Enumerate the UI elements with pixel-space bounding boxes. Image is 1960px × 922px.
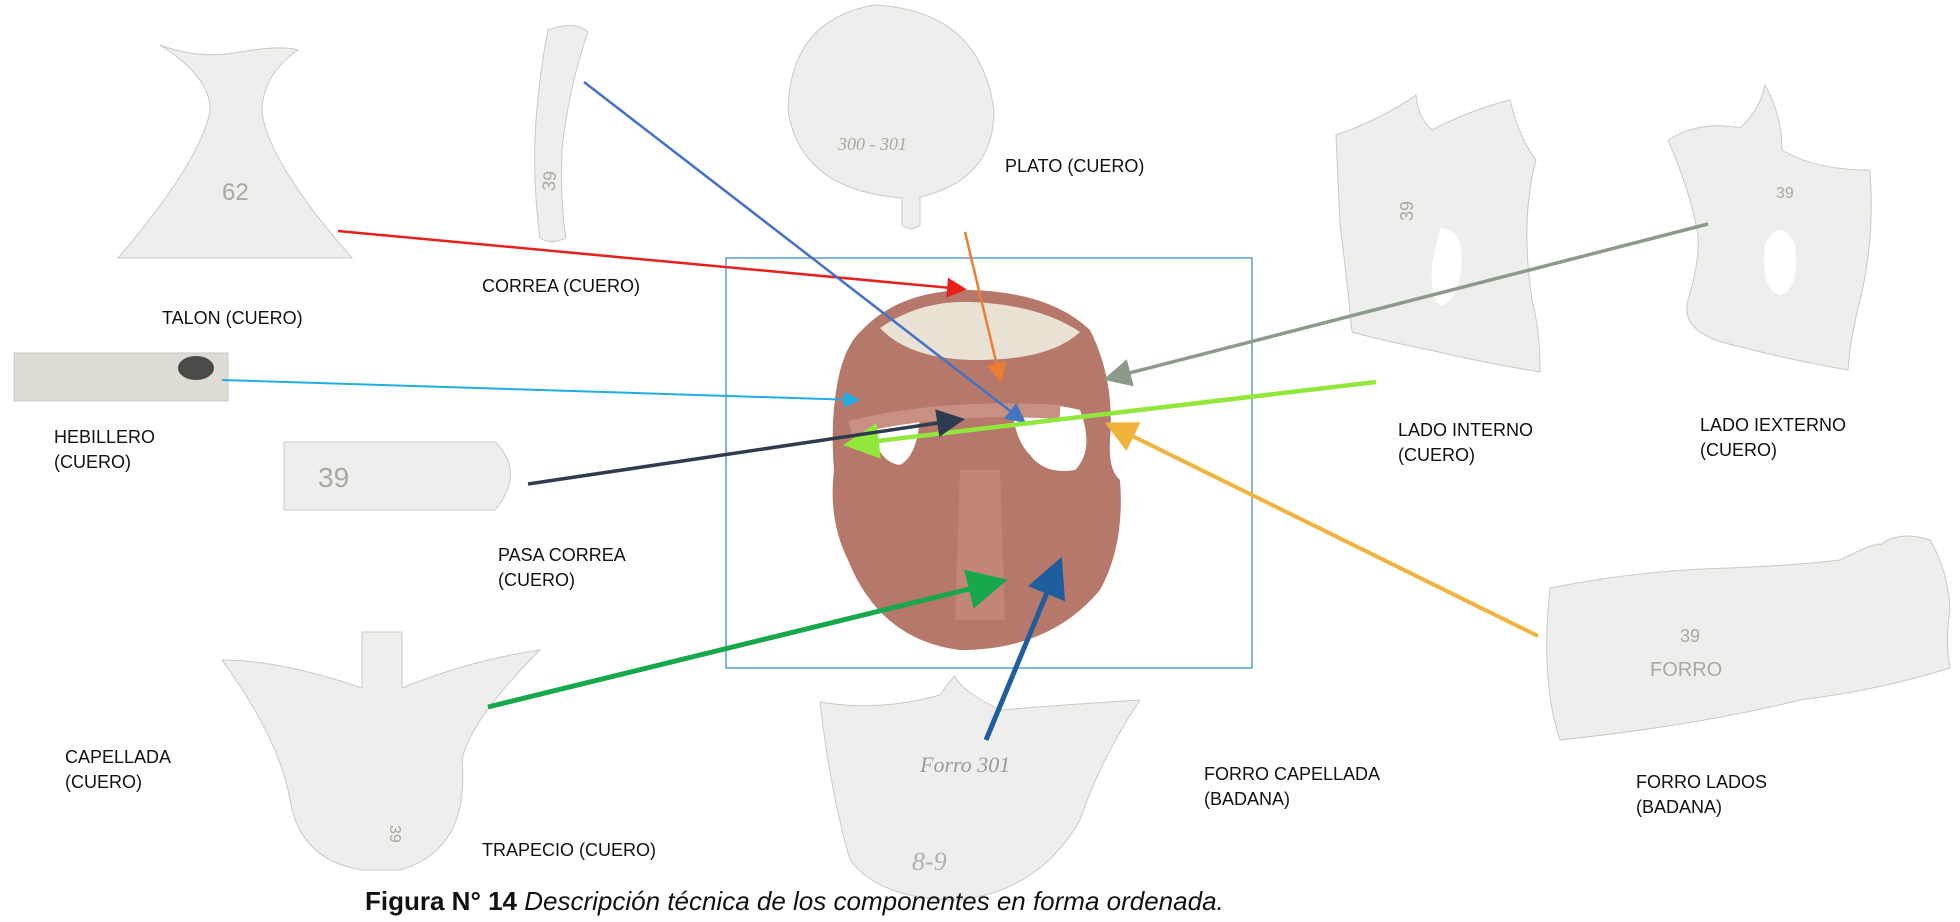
figure-caption-number: Figura N° 14 bbox=[365, 886, 517, 916]
label-capellada: CAPELLADA (CUERO) bbox=[65, 745, 171, 795]
label-talon: TALON (CUERO) bbox=[162, 306, 303, 331]
label-plato: PLATO (CUERO) bbox=[1005, 154, 1144, 179]
label-lado-externo-line-2: (CUERO) bbox=[1700, 438, 1846, 463]
label-pasa-correa-line-2: (CUERO) bbox=[498, 568, 626, 593]
arrow-hebillero bbox=[222, 380, 856, 400]
correa-piece bbox=[535, 25, 588, 241]
pasa-correa-piece-mark: 39 bbox=[318, 462, 349, 493]
label-lado-interno-line-2: (CUERO) bbox=[1398, 443, 1533, 468]
hebillero-hole bbox=[178, 356, 214, 380]
label-forro-capellada: FORRO CAPELLADA (BADANA) bbox=[1204, 762, 1380, 812]
lado-interno-piece-mark: 39 bbox=[1397, 201, 1417, 221]
label-lado-externo: LADO IEXTERNO (CUERO) bbox=[1700, 413, 1846, 463]
lado-externo-cutout bbox=[1764, 230, 1796, 295]
lado-interno-piece bbox=[1336, 95, 1540, 372]
plato-piece-mark: 300 - 301 bbox=[837, 134, 907, 154]
figure-caption: Figura N° 14 Descripción técnica de los … bbox=[365, 886, 1224, 917]
plato-piece bbox=[788, 5, 994, 229]
forro-lados-piece bbox=[1547, 536, 1950, 740]
label-hebillero: HEBILLERO (CUERO) bbox=[54, 425, 155, 475]
label-pasa-correa: PASA CORREA (CUERO) bbox=[498, 543, 626, 593]
talon-piece bbox=[118, 45, 352, 258]
forro-lados-piece-mark-2: FORRO bbox=[1650, 659, 1722, 681]
label-pasa-correa-line-1: PASA CORREA bbox=[498, 543, 626, 568]
figure-caption-text: Descripción técnica de los componentes e… bbox=[524, 886, 1224, 916]
label-forro-capellada-line-1: FORRO CAPELLADA bbox=[1204, 762, 1380, 787]
label-lado-interno: LADO INTERNO (CUERO) bbox=[1398, 418, 1533, 468]
arrow-talon bbox=[338, 231, 962, 289]
correa-piece-mark: 39 bbox=[539, 170, 561, 192]
arrow-capellada bbox=[488, 582, 998, 707]
label-hebillero-line-2: (CUERO) bbox=[54, 450, 155, 475]
label-forro-capellada-line-2: (BADANA) bbox=[1204, 787, 1380, 812]
forro-capellada-piece-mark-1: Forro 301 bbox=[919, 752, 1010, 777]
assembled-shoe bbox=[833, 290, 1121, 650]
label-forro-lados: FORRO LADOS (BADANA) bbox=[1636, 770, 1767, 820]
capellada-piece-mark: 39 bbox=[386, 825, 403, 843]
label-lado-interno-line-1: LADO INTERNO bbox=[1398, 418, 1533, 443]
label-capellada-line-1: CAPELLADA bbox=[65, 745, 171, 770]
lado-externo-piece-mark: 39 bbox=[1776, 185, 1794, 202]
label-forro-lados-line-2: (BADANA) bbox=[1636, 795, 1767, 820]
forro-lados-piece-mark-1: 39 bbox=[1680, 626, 1700, 646]
forro-capellada-piece-mark-2: 8-9 bbox=[912, 847, 947, 876]
label-lado-externo-line-1: LADO IEXTERNO bbox=[1700, 413, 1846, 438]
talon-piece-mark: 62 bbox=[222, 179, 249, 206]
label-hebillero-line-1: HEBILLERO bbox=[54, 425, 155, 450]
label-capellada-line-2: (CUERO) bbox=[65, 770, 171, 795]
label-trapecio: TRAPECIO (CUERO) bbox=[482, 838, 656, 863]
capellada-piece bbox=[222, 632, 540, 870]
label-correa: CORREA (CUERO) bbox=[482, 274, 640, 299]
label-forro-lados-line-1: FORRO LADOS bbox=[1636, 770, 1767, 795]
forro-capellada-piece bbox=[820, 676, 1140, 900]
